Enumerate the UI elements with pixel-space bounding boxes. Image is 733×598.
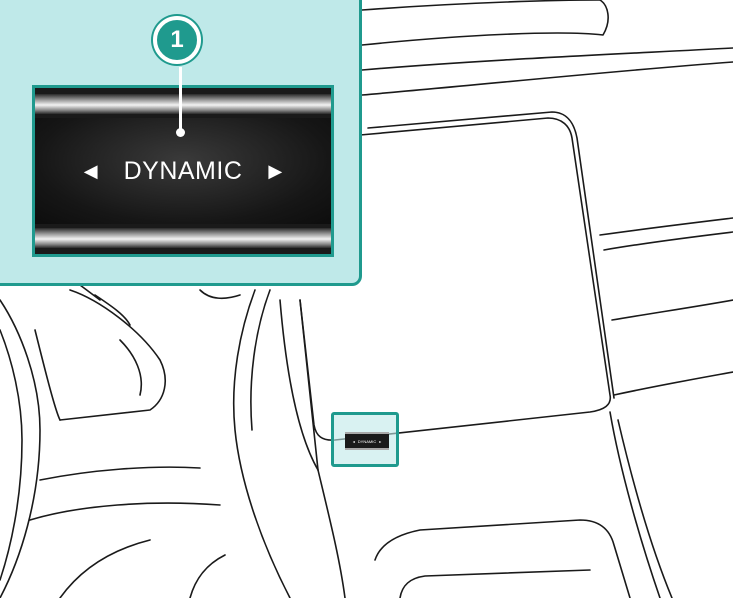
callout-leader-line: [179, 67, 182, 131]
mini-arrow-right-icon: ▸: [379, 438, 382, 444]
steering-wheel: [0, 299, 41, 598]
dash-top-edge: [361, 0, 601, 11]
mini-dynamic-switch: ◂ DYNAMIC ▸: [345, 432, 389, 450]
chrome-rail-top: [35, 94, 331, 114]
center-console: [317, 469, 346, 598]
dash-vent-upper: [361, 0, 609, 46]
switch-location-highlight: ◂ DYNAMIC ▸: [331, 412, 399, 467]
central-display-outline: [299, 117, 612, 441]
arrow-left-icon: ◀: [83, 160, 98, 181]
mini-arrow-left-icon: ◂: [352, 438, 355, 444]
arrow-right-icon: ▶: [268, 160, 283, 181]
callout-leader-dot: [176, 128, 185, 137]
mode-label: DYNAMIC: [123, 156, 243, 185]
chrome-rail-bottom: [35, 228, 331, 248]
callout-number-badge: 1: [153, 16, 201, 64]
mini-mode-label: DYNAMIC: [357, 438, 377, 444]
dynamic-select-switch: ◀ DYNAMIC ▶: [32, 85, 334, 257]
magnified-inset: 1 ◀ DYNAMIC ▶: [0, 0, 362, 286]
